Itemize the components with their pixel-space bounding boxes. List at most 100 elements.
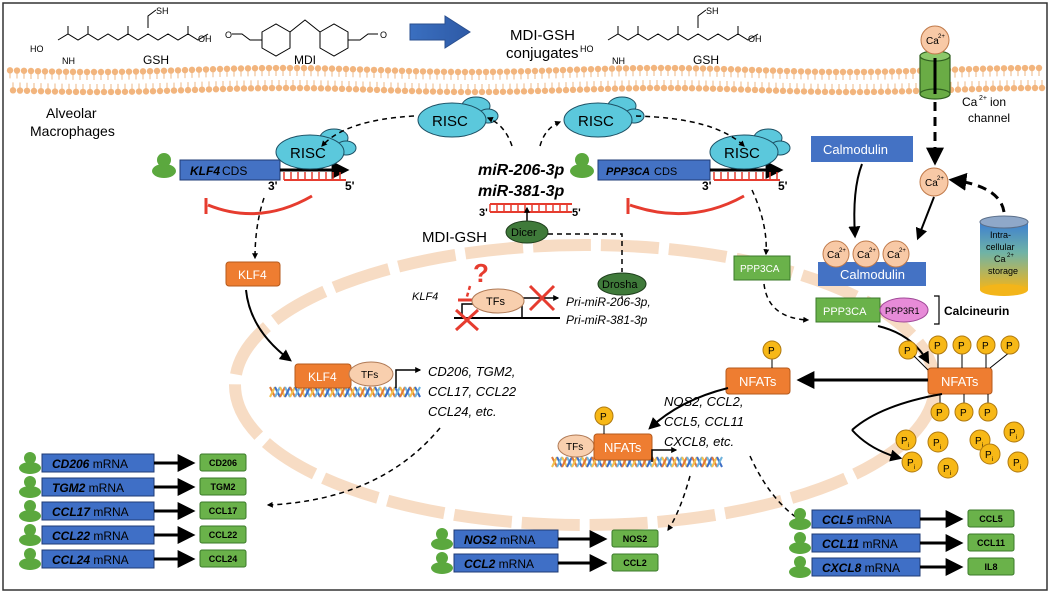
inorganic-phosphate-label: P — [985, 450, 992, 461]
lipid-head — [510, 68, 518, 75]
ribosome-icon — [436, 552, 448, 564]
lipid-head — [72, 88, 80, 96]
inorganic-phosphate-label: P — [1013, 458, 1020, 469]
lipid-head — [282, 84, 290, 92]
lipid-head — [468, 68, 476, 76]
pri-mirna-promoter: KLF4 TFs Pri-miR-206-3p, Pri-miR-381-3p — [412, 284, 651, 332]
lipid-head — [1007, 64, 1015, 72]
lipid-head — [321, 65, 329, 72]
lipid-head — [198, 86, 206, 93]
lipid-head — [503, 68, 511, 75]
lipid-head — [1003, 85, 1011, 92]
inorganic-phosphate — [895, 429, 917, 451]
lipid-head — [692, 65, 700, 72]
dna-strand-segment — [706, 456, 713, 468]
ribosome-icon — [24, 476, 36, 488]
lipid-head — [380, 86, 388, 94]
svg-text:CDS: CDS — [654, 166, 677, 178]
klf4-nuclear-translocation-arrow — [245, 289, 292, 362]
dna-strand-segment — [414, 386, 421, 398]
ribosome-icon — [19, 558, 41, 570]
lipid-head — [125, 68, 133, 75]
inorganic-phosphate — [937, 457, 959, 479]
lipid-head — [989, 85, 997, 92]
calcium-binding-arrow — [915, 196, 935, 241]
phosphate-group — [1000, 335, 1020, 355]
calcineurin-to-nfat-arrow — [877, 325, 930, 365]
lipid-head — [170, 87, 178, 94]
lipid-head — [370, 66, 378, 74]
lipid-head — [324, 85, 332, 92]
calcium-ion-top: Ca 2+ — [920, 25, 950, 55]
lipid-head — [1031, 84, 1039, 92]
lipid-head — [286, 64, 294, 72]
svg-text:NFATs: NFATs — [739, 374, 777, 389]
dna-strand-segment — [294, 386, 301, 398]
dna-strand-segment — [284, 386, 291, 398]
lipid-head — [569, 86, 577, 94]
lipid-head — [867, 68, 875, 76]
lipid-head — [629, 64, 637, 72]
lipid-head — [111, 68, 119, 76]
dna-strand-segment — [379, 386, 386, 398]
klf4-protein: KLF4 — [225, 261, 281, 287]
lipid-head — [436, 88, 444, 95]
lipid-head — [471, 88, 479, 96]
lipid-head — [90, 68, 98, 76]
lipid-head — [153, 67, 161, 75]
lipid-head — [884, 88, 892, 95]
cell-type-label-line1: Alveolar — [46, 105, 97, 121]
drosha-enzyme: Drosha — [597, 272, 647, 296]
lipid-head — [272, 64, 280, 72]
protein-label: CD206 — [209, 458, 237, 468]
lipid-head — [69, 68, 77, 76]
dna-strand-segment — [409, 386, 416, 398]
lipid-head — [860, 68, 868, 76]
lipid-head — [142, 88, 150, 95]
lipid-head — [839, 68, 847, 76]
svg-text:P: P — [768, 346, 775, 357]
lipid-head — [527, 87, 535, 95]
svg-text:Dicer: Dicer — [511, 227, 537, 239]
lipid-head — [464, 88, 472, 96]
mirna-3prime: 3' — [479, 207, 488, 219]
svg-text:storage: storage — [988, 266, 1018, 276]
dna-strand-segment — [576, 456, 583, 468]
lipid-head — [520, 88, 528, 95]
lipid-head — [688, 85, 696, 92]
lipid-head — [968, 85, 976, 93]
svg-text:Ca: Ca — [994, 254, 1006, 264]
lipid-head — [531, 67, 539, 75]
calcium-ion — [852, 240, 880, 268]
svg-text:Intra-: Intra- — [990, 230, 1011, 240]
gsh-structure-left: HO NH SH OH — [30, 6, 212, 66]
mdi-gsh-inhibition-line — [464, 285, 472, 301]
nfat-targets-line1: NOS2, CCL2, — [664, 394, 743, 409]
channel-label-line1: ion — [990, 95, 1006, 109]
lipid-head — [447, 68, 455, 76]
protein-label: CCL22 — [209, 530, 238, 540]
dna-strand-segment — [566, 456, 573, 468]
ppp3ca-protein: PPP3CA — [733, 255, 791, 281]
lipid-head — [832, 68, 840, 76]
phosphate-group — [976, 335, 996, 355]
risc-loading-ppp3ca-arrow — [635, 115, 745, 147]
svg-text:5': 5' — [778, 179, 788, 193]
lipid-head — [534, 87, 542, 95]
dna-strand-segment — [681, 456, 688, 468]
lipid-head — [678, 64, 686, 72]
lipid-head — [205, 86, 213, 93]
svg-text:5': 5' — [345, 179, 355, 193]
lipid-head — [804, 68, 812, 75]
mirna-label-381: miR-381-3p — [478, 183, 564, 200]
lipid-head — [107, 88, 115, 96]
conjugates-label-line2: conjugates — [506, 45, 579, 62]
inorganic-phosphate-label: P — [933, 438, 940, 449]
lipid-head — [293, 64, 301, 72]
lipid-head — [97, 68, 105, 76]
phosphate-label: P — [1006, 341, 1013, 352]
lipid-head — [979, 65, 987, 72]
ribosome-icon — [24, 500, 36, 512]
inorganic-phosphate-sub: i — [914, 465, 915, 471]
lipid-head — [450, 88, 458, 96]
